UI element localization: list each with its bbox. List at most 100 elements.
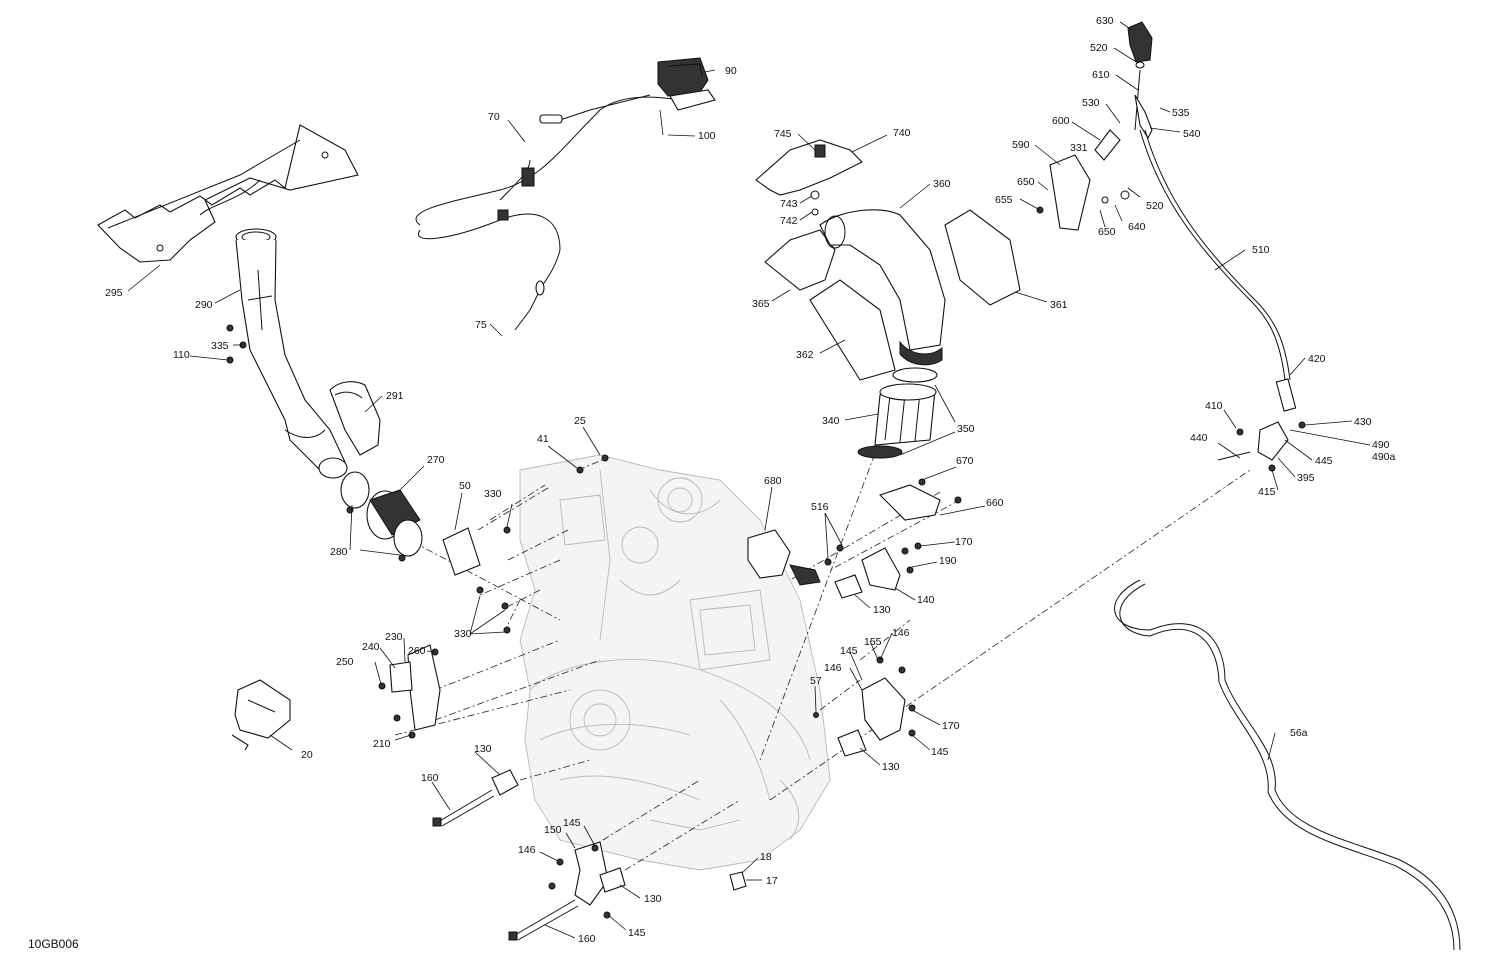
muffler xyxy=(857,367,938,459)
plate-50 xyxy=(442,527,481,576)
assembly-lines xyxy=(394,439,1251,879)
callout-57: 57 xyxy=(810,675,822,687)
callout-395: 395 xyxy=(1297,472,1315,484)
callout-410: 410 xyxy=(1205,400,1223,412)
callout-680: 680 xyxy=(764,475,782,487)
callout-90: 90 xyxy=(725,65,737,77)
callout-742: 742 xyxy=(780,215,798,227)
callout-190: 190 xyxy=(939,555,957,567)
callout-590: 590 xyxy=(1012,139,1030,151)
callout-540: 540 xyxy=(1183,128,1201,140)
callout-260: 260 xyxy=(408,645,426,657)
callout-335: 335 xyxy=(211,340,229,352)
callout-530: 530 xyxy=(1082,97,1100,109)
callout-labels: 630 520 90 610 530 535 540 70 100 745 74… xyxy=(28,15,1396,951)
heat-shield-plate xyxy=(97,124,359,263)
engine-block xyxy=(519,454,831,871)
callout-150: 150 xyxy=(544,824,562,836)
callout-365: 365 xyxy=(752,298,770,310)
callout-130b: 130 xyxy=(474,743,492,755)
callout-75: 75 xyxy=(475,319,487,331)
callout-445: 445 xyxy=(1315,455,1333,467)
callout-535: 535 xyxy=(1172,107,1190,119)
callout-17: 17 xyxy=(766,875,778,887)
callout-490: 490 xyxy=(1372,439,1390,451)
callout-350: 350 xyxy=(957,423,975,435)
shift-linkage xyxy=(1049,21,1297,472)
callout-610: 610 xyxy=(1092,69,1110,81)
drawing-reference: 10GB006 xyxy=(28,937,79,951)
bracket-740 xyxy=(755,139,863,216)
plate-660 xyxy=(878,478,962,521)
callout-170b: 170 xyxy=(942,720,960,732)
callout-600: 600 xyxy=(1052,115,1070,127)
hose-56a xyxy=(1114,579,1461,951)
boot-291 xyxy=(329,381,381,456)
guard-20 xyxy=(231,679,291,751)
callout-520b: 520 xyxy=(1146,200,1164,212)
callout-25: 25 xyxy=(574,415,586,427)
callout-155: 155 xyxy=(864,636,882,648)
callout-516: 516 xyxy=(811,501,829,513)
callout-41: 41 xyxy=(537,433,549,445)
callout-146: 146 xyxy=(892,627,910,639)
callout-145b: 145 xyxy=(931,746,949,758)
callout-415: 415 xyxy=(1258,486,1276,498)
mount-bracket-140 xyxy=(834,542,922,599)
callout-420: 420 xyxy=(1308,353,1326,365)
callout-146c: 146 xyxy=(518,844,536,856)
bracket-680 xyxy=(747,529,821,586)
callout-130d: 130 xyxy=(644,893,662,905)
callout-655: 655 xyxy=(995,194,1013,206)
callout-290: 290 xyxy=(195,299,213,311)
callout-440: 440 xyxy=(1190,432,1208,444)
callout-331: 331 xyxy=(1070,142,1088,154)
intake-duct xyxy=(235,228,348,479)
callout-145d: 145 xyxy=(628,927,646,939)
callout-70: 70 xyxy=(488,111,500,123)
lower-mounts xyxy=(432,769,747,941)
callout-430: 430 xyxy=(1354,416,1372,428)
callout-743: 743 xyxy=(780,198,798,210)
callout-130: 130 xyxy=(873,604,891,616)
callout-291: 291 xyxy=(386,390,404,402)
callout-18: 18 xyxy=(760,851,772,863)
leader-lines xyxy=(127,21,1371,939)
callout-50: 50 xyxy=(459,480,471,492)
callout-745: 745 xyxy=(774,128,792,140)
fasteners xyxy=(226,206,1306,634)
callout-280: 280 xyxy=(330,546,348,558)
callout-145: 145 xyxy=(840,645,858,657)
callout-130c: 130 xyxy=(882,761,900,773)
callout-250: 250 xyxy=(336,656,354,668)
callout-100: 100 xyxy=(698,130,716,142)
callout-650b: 650 xyxy=(1098,226,1116,238)
callout-640: 640 xyxy=(1128,221,1146,233)
callout-146b: 146 xyxy=(824,662,842,674)
exhaust-pipe xyxy=(764,209,1021,381)
callout-230: 230 xyxy=(385,631,403,643)
callout-20: 20 xyxy=(301,749,313,761)
callout-650: 650 xyxy=(1017,176,1035,188)
callout-270: 270 xyxy=(427,454,445,466)
callout-145c: 145 xyxy=(563,817,581,829)
callout-240: 240 xyxy=(362,641,380,653)
callout-330: 330 xyxy=(484,488,502,500)
callout-660: 660 xyxy=(986,497,1004,509)
callout-630: 630 xyxy=(1096,15,1114,27)
callout-170: 170 xyxy=(955,536,973,548)
callout-330b: 330 xyxy=(454,628,472,640)
wiring-harness xyxy=(415,94,681,331)
callout-140: 140 xyxy=(917,594,935,606)
switch-90 xyxy=(657,57,716,136)
callout-362: 362 xyxy=(796,349,814,361)
callout-295: 295 xyxy=(105,287,123,299)
coupler-and-clamps xyxy=(340,471,423,562)
mount-bracket-260 xyxy=(378,644,441,739)
callout-110: 110 xyxy=(173,349,190,361)
callout-160: 160 xyxy=(421,772,439,784)
callout-670: 670 xyxy=(956,455,974,467)
callout-740: 740 xyxy=(893,127,911,139)
